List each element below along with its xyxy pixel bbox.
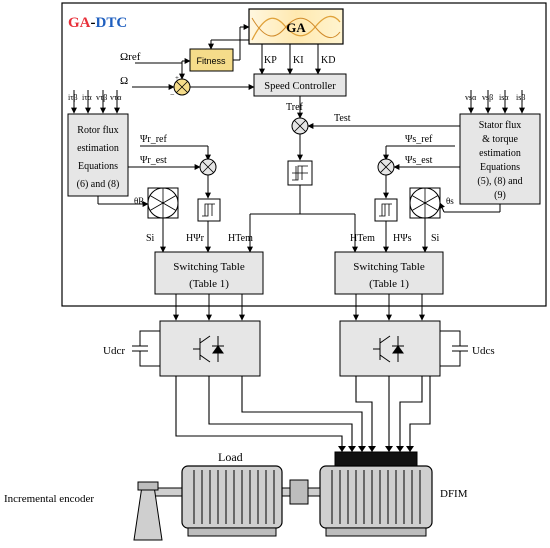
stator-flux-hysteresis xyxy=(374,198,398,222)
stator-flux-line-5: (5), (8) and xyxy=(477,176,522,187)
speed-controller-label: Speed Controller xyxy=(264,81,336,92)
load-label: Load xyxy=(218,450,243,464)
rotor-input-3: vτβ xyxy=(96,93,107,102)
gain-kd: KD xyxy=(321,55,335,66)
stator-flux-line-2: & torque xyxy=(482,134,518,145)
rotor-flux-line-2: estimation xyxy=(77,143,119,154)
rotor-input-2: iτα xyxy=(82,93,92,102)
stator-igbt-icon xyxy=(373,335,404,363)
rotor-flux-line-3: Equations xyxy=(78,161,118,172)
title-dash: - xyxy=(91,15,96,31)
stator-input-4: isβ xyxy=(516,93,525,102)
udcs-label: Udcs xyxy=(472,345,495,357)
h-psi-r-label: HΨr xyxy=(186,233,205,244)
ga-helix-decoration xyxy=(251,15,341,41)
coupling xyxy=(289,479,309,505)
ga-helix-decoration-2 xyxy=(251,17,341,38)
omega-label: Ω xyxy=(120,75,128,87)
stator-input-3: isα xyxy=(499,93,509,102)
t-est-label: Test xyxy=(334,113,351,124)
rotor-inputs: iτβ iτα vτβ vτα xyxy=(68,90,122,114)
title-ga: GA xyxy=(68,15,91,31)
h-tem-right-label: HTem xyxy=(350,233,375,244)
load-machine xyxy=(181,465,283,537)
fitness-label: Fitness xyxy=(196,56,226,66)
encoder-icon xyxy=(133,481,163,541)
stator-flux-block xyxy=(459,113,541,205)
dfim-terminal-arrows xyxy=(338,446,414,452)
switching-table-left-line-1: Switching Table xyxy=(173,261,245,273)
theta-s-label: θs xyxy=(446,196,454,206)
power-wiring xyxy=(175,376,431,452)
rotor-flux-line-1: Rotor flux xyxy=(77,125,118,136)
stator-flux-line-4: Equations xyxy=(480,162,520,173)
title-dtc: DTC xyxy=(96,15,128,31)
si-left-label: Si xyxy=(146,233,155,244)
t-ref-label: Tref xyxy=(286,102,304,113)
ga-dtc-title: GA-DTC xyxy=(68,15,127,31)
rotor-inverter xyxy=(159,320,261,377)
psi-r-ref-label: Ψr_ref xyxy=(140,134,167,145)
switching-table-right-line-1: Switching Table xyxy=(353,261,425,273)
gain-kp: KP xyxy=(264,55,277,66)
dfim-label: DFIM xyxy=(440,488,468,500)
psi-s-ref-label: Ψs_ref xyxy=(405,134,433,145)
svg-text:−: − xyxy=(170,90,175,99)
switching-table-left xyxy=(154,251,264,295)
omega-ref-label: Ωref xyxy=(120,51,141,63)
encoder-label: Incremental encoder xyxy=(4,493,94,505)
rotor-dc-capacitor xyxy=(132,330,160,367)
stator-input-1: vsα xyxy=(465,93,477,102)
right-gate-signals xyxy=(353,294,425,321)
psi-s-est-label: Ψs_est xyxy=(405,155,433,166)
stator-inverter xyxy=(339,320,441,377)
stator-flux-line-6: (9) xyxy=(494,190,506,201)
ga-block xyxy=(248,8,344,45)
stator-flux-line-1: Stator flux xyxy=(479,120,522,131)
ga-block-label: GA xyxy=(286,20,306,35)
svg-text:+: + xyxy=(175,74,179,82)
switching-table-right-line-2: (Table 1) xyxy=(369,278,409,290)
rotor-flux-hysteresis xyxy=(197,198,221,222)
rotor-input-1: iτβ xyxy=(68,93,78,102)
udcr-label: Udcr xyxy=(103,345,125,357)
rotor-igbt-icon xyxy=(193,335,224,363)
theta-r-label: θR xyxy=(134,196,144,206)
left-gate-signals xyxy=(173,294,245,321)
h-psi-s-label: HΨs xyxy=(393,233,412,244)
si-right-label: Si xyxy=(431,233,440,244)
rotor-flux-block xyxy=(67,113,129,197)
dfim-machine xyxy=(319,451,433,537)
stator-dc-capacitor xyxy=(440,330,468,367)
rotor-input-4: vτα xyxy=(110,93,122,102)
stator-inputs: vsα vsβ isα isβ xyxy=(465,90,525,114)
stator-flux-line-3: estimation xyxy=(479,148,521,159)
rotor-flux-line-4: (6) and (8) xyxy=(77,179,120,190)
switching-table-left-line-2: (Table 1) xyxy=(189,278,229,290)
switching-table-right xyxy=(334,251,444,295)
gain-ki: KI xyxy=(293,55,304,66)
psi-r-est-label: Ψr_est xyxy=(140,155,167,166)
h-tem-left-label: HTem xyxy=(228,233,253,244)
stator-input-2: vsβ xyxy=(482,93,493,102)
